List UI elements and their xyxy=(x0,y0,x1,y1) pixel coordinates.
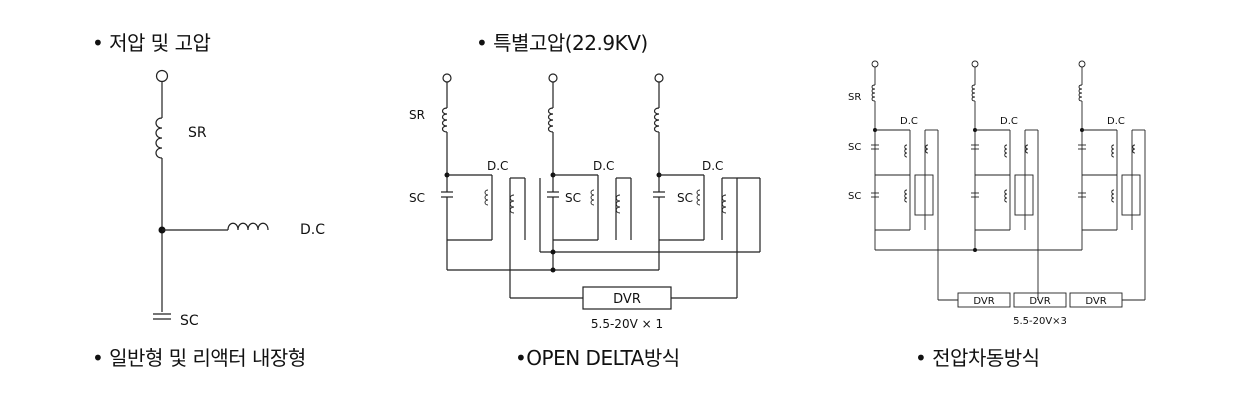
dvr-label: DVR xyxy=(613,292,641,307)
sc-label: SC xyxy=(848,142,861,153)
sc-label: SC xyxy=(677,191,693,205)
sc-label: SC xyxy=(565,191,581,205)
caption-open-delta: •OPEN DELTA방식 xyxy=(515,346,680,370)
dc-label: D.C xyxy=(702,159,723,173)
dc-label: D.C xyxy=(900,116,918,127)
diagram-voltage-differential: SR SC SC D.C D.C xyxy=(848,60,1146,327)
sc-label: SC xyxy=(848,191,861,202)
dvr-rating: 5.5-20V × 1 xyxy=(591,317,663,331)
dvr-box xyxy=(582,286,672,310)
dvr-box xyxy=(1013,292,1067,308)
series-reactor-coil xyxy=(441,107,448,133)
series-reactor-coil xyxy=(155,117,163,159)
dvr-label: DVR xyxy=(973,296,994,307)
phase-a: SR SC SC D.C xyxy=(848,60,939,300)
phase-2: SC D.C xyxy=(547,73,632,270)
diagram-open-delta: SR SC D.C SC D.C xyxy=(409,73,761,331)
phase-b: D.C xyxy=(971,60,1039,300)
heading-low-high-voltage: • 저압 및 고압 xyxy=(92,31,211,55)
dc-label: D.C xyxy=(1000,116,1018,127)
sr-label: SR xyxy=(848,92,861,103)
diagram-general-type: SR D.C SC xyxy=(153,69,325,329)
terminal-icon xyxy=(654,73,664,83)
phase-3: SC D.C xyxy=(653,73,761,298)
dvr-label: DVR xyxy=(1029,296,1050,307)
terminal-icon xyxy=(155,69,169,83)
phase-c: D.C xyxy=(1078,60,1146,300)
heading-special-high-voltage: • 특별고압(22.9KV) xyxy=(476,31,648,55)
dvr-box xyxy=(957,292,1011,308)
dc-label: D.C xyxy=(593,159,614,173)
terminal-icon xyxy=(871,60,879,68)
dvr-label: DVR xyxy=(1085,296,1106,307)
terminal-icon xyxy=(1078,60,1086,68)
terminal-icon xyxy=(971,60,979,68)
sc-label: SC xyxy=(409,191,425,205)
dc-label: D.C xyxy=(487,159,508,173)
sc-label: SC xyxy=(180,313,199,329)
caption-general-type: • 일반형 및 리액터 내장형 xyxy=(92,346,306,370)
phase-1: SR SC D.C xyxy=(409,73,526,298)
caption-voltage-differential: • 전압차동방식 xyxy=(915,346,1040,370)
sr-label: SR xyxy=(188,125,207,141)
terminal-icon xyxy=(442,73,452,83)
discharge-coil xyxy=(227,222,269,231)
terminal-icon xyxy=(548,73,558,83)
dvr-rating: 5.5-20V×3 xyxy=(1013,316,1067,327)
sr-label: SR xyxy=(409,108,425,122)
dc-label: D.C xyxy=(1107,116,1125,127)
dc-label: D.C xyxy=(300,222,325,238)
